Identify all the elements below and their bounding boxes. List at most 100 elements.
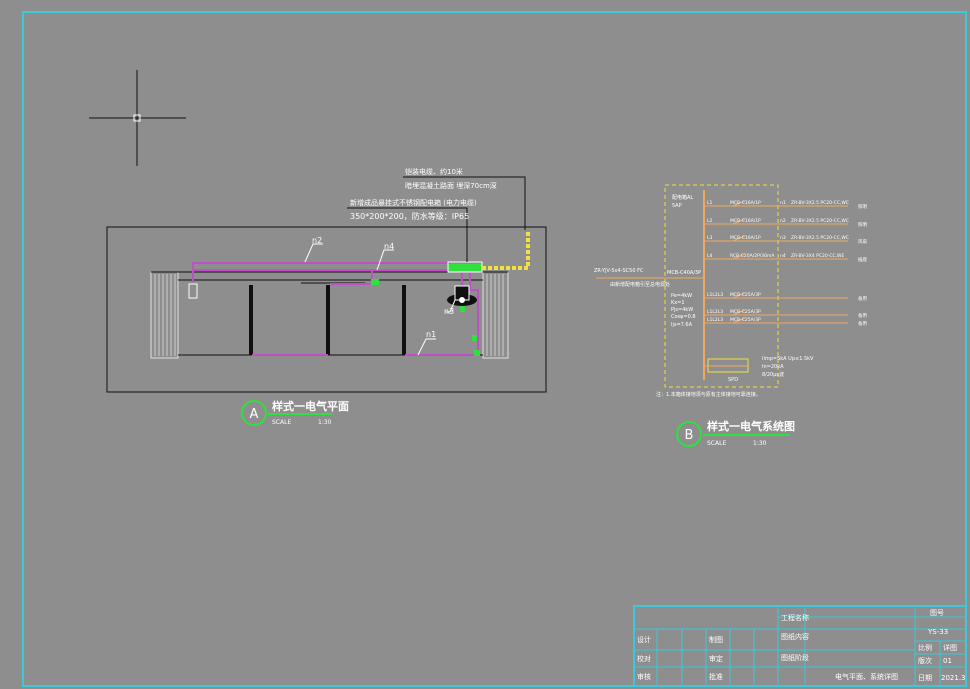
circuit-breaker: MCB-C16A/1P [730,218,761,224]
tb-version-value: 01 [943,657,952,665]
tag-n3: n3 [444,307,454,316]
plan-a-title: A 样式一电气平面 SCALE 1:30 [241,399,349,426]
tb-content-label: 图纸内容 [781,632,809,641]
title-b-circle [676,421,702,447]
circuit-id: L2 [707,218,713,224]
note-cable-line2: 暗埋混凝土路面 埋深70cm深 [405,181,497,190]
tb-design-label: 设计 [637,635,651,644]
circuit-breaker: MCB-C25A/3P [730,309,761,315]
breaker-switch-icon [732,253,746,260]
circuit-id: L1 [707,200,713,206]
circuit-row: L2 MCB-C16A/1P n2 ZR-BV-3X2.5 PC20-CC,WC 照明 [704,218,867,228]
panel-ways: 5AP [672,203,682,209]
tb-stage-label: 图纸阶段 [781,653,809,662]
tb-review-label: 审核 [637,672,651,681]
tb-date-label: 日期 [918,674,932,682]
junction-box-symbol [371,279,379,285]
title-b-text: 样式一电气系统图 [707,419,795,433]
circuit-breaker: MCB-C16A/1P [730,200,761,206]
title-block-text: 工程名称 图纸内容 图纸阶段 设计 校对 审核 制图 审定 批准 图号 YS-3… [637,609,966,682]
breaker-switch-icon [732,309,746,316]
circuit-breaker: RCB-C20A/2P/30mA [730,253,775,259]
plan-site-boundary [106,226,547,393]
circuit-id: L1L2L3 [707,292,723,298]
circuit-row: L1L2L3 MCB-C25A/3P 备用 [704,292,867,302]
tb-sheet-no: YS-33 [927,628,948,636]
title-a-letter: A [250,407,259,422]
circuit-use: 插座 [858,256,867,263]
ceiling-fan-icon [447,285,477,306]
electrical-plan-a: 铠装电缆、约10米 暗埋混凝土路面 埋深70cm深 新增成品悬挂式不锈钢配电箱 … [106,167,547,426]
system-footnote: 注：1.本箱体接地须与原有主体接地可靠连接。 [656,391,761,398]
tag-n4: n4 [384,242,394,251]
breaker-switch-icon [732,235,746,242]
tb-check-label: 校对 [637,654,651,663]
load-calc-line: Cosφ=0.8 [671,314,696,320]
drawing-frame [22,11,967,687]
load-calc-line: Pe=4kW [671,293,692,299]
breaker-switch-icon [732,292,746,299]
note-box-line1: 新增成品悬挂式不锈钢配电箱 (电力电缆) [350,198,477,207]
crosshair-cursor-icon [89,70,186,166]
circuit-breaker: MCB-C25A/3P [730,292,761,298]
circuit-cable: ZR-BV-3X2.5 PC20-CC,WC [791,218,849,224]
title-b-scale-label: SCALE [707,440,726,447]
tb-drawing-name: 电气平面、系统详图 [835,672,898,681]
circuit-wiring [192,262,479,356]
circuit-no: n2 [780,218,786,224]
main-breaker: MCB-C40A/3P [667,270,701,276]
green-conduit-markers [448,264,482,356]
circuit-row: L1 MCB-C16A/1P n1 ZR-BV-3X2.5 PC20-CC,WC 照明 [704,200,867,210]
breaker-switch-icon [732,317,746,324]
tag-n2: n2 [312,236,322,245]
circuit-use: 照明 [858,222,867,228]
system-b-title: B 样式一电气系统图 SCALE 1:30 [676,419,795,447]
tb-version-label: 版次 [918,656,932,665]
walls [249,285,406,355]
circuit-use: 备用 [858,312,867,319]
right-grille [482,271,509,359]
load-calc-line: Kx=1 [671,300,685,306]
circuit-use: 照明 [858,204,867,210]
tb-audit-label: 审定 [709,654,723,663]
left-grille [150,271,179,359]
circuit-cable: ZR-BV-3X2.5 PC20-CC,WC [791,200,849,206]
circuit-no: n1 [780,200,786,206]
circuit-breaker: MCB-C25A/3P [730,317,761,323]
tb-scale-value: 详图 [943,643,957,652]
buried-cable-route [482,230,530,270]
title-a-scale-value: 1:30 [318,419,332,426]
tb-draw-label: 制图 [709,635,723,644]
load-calc-line: Pjs=4kW [671,307,693,313]
spd-label: SPD [728,377,738,383]
note-cable-line1: 铠装电缆、约10米 [405,167,463,176]
leader-lines [347,176,526,262]
title-block: 工程名称 图纸内容 图纸阶段 设计 校对 审核 制图 审定 批准 图号 YS-3… [633,605,967,687]
circuit-breaker: MCB-C16A/1P [730,235,761,241]
load-calc-line: Ijs=7.6A [671,322,693,328]
circuit-cable: ZR-BV-3X4 PC20-CC,WE [791,253,844,259]
tb-sheet-label: 图号 [930,609,944,617]
tag-leaders [304,243,456,356]
electrical-system-b: ZR-YJV-5x4-SC50 FC 由新增配电箱引至总电源处 配电箱AL 5A… [594,184,867,447]
load-calculation: Pe=4kW Kx=1 Pjs=4kW Cosφ=0.8 Ijs=7.6A [671,293,696,328]
incoming-cable: ZR-YJV-5x4-SC50 FC [594,268,644,274]
circuit-id: L1L2L3 [707,309,723,315]
title-b-scale-value: 1:30 [753,440,767,447]
socket-symbol [188,283,198,299]
spd-spec-line1: Iimp=5kA Up≤1.5kV [762,356,814,362]
title-a-scale-label: SCALE [272,419,291,426]
circuit-use: 备用 [858,320,867,327]
circuit-use: 备用 [858,295,867,302]
spd-spec-line3: 8/20μs波 [762,371,784,378]
title-b-letter: B [685,428,694,443]
circuit-no: n3 [780,235,786,241]
circuit-row: L1L2L3 MCB-C25A/3P 备用 [704,309,867,319]
tb-scale-label: 比例 [918,643,932,652]
tb-project-label: 工程名称 [781,613,809,622]
surge-protector: SPD Iimp=5kA Up≤1.5kV In=20kA 8/20μs波 [704,356,814,383]
